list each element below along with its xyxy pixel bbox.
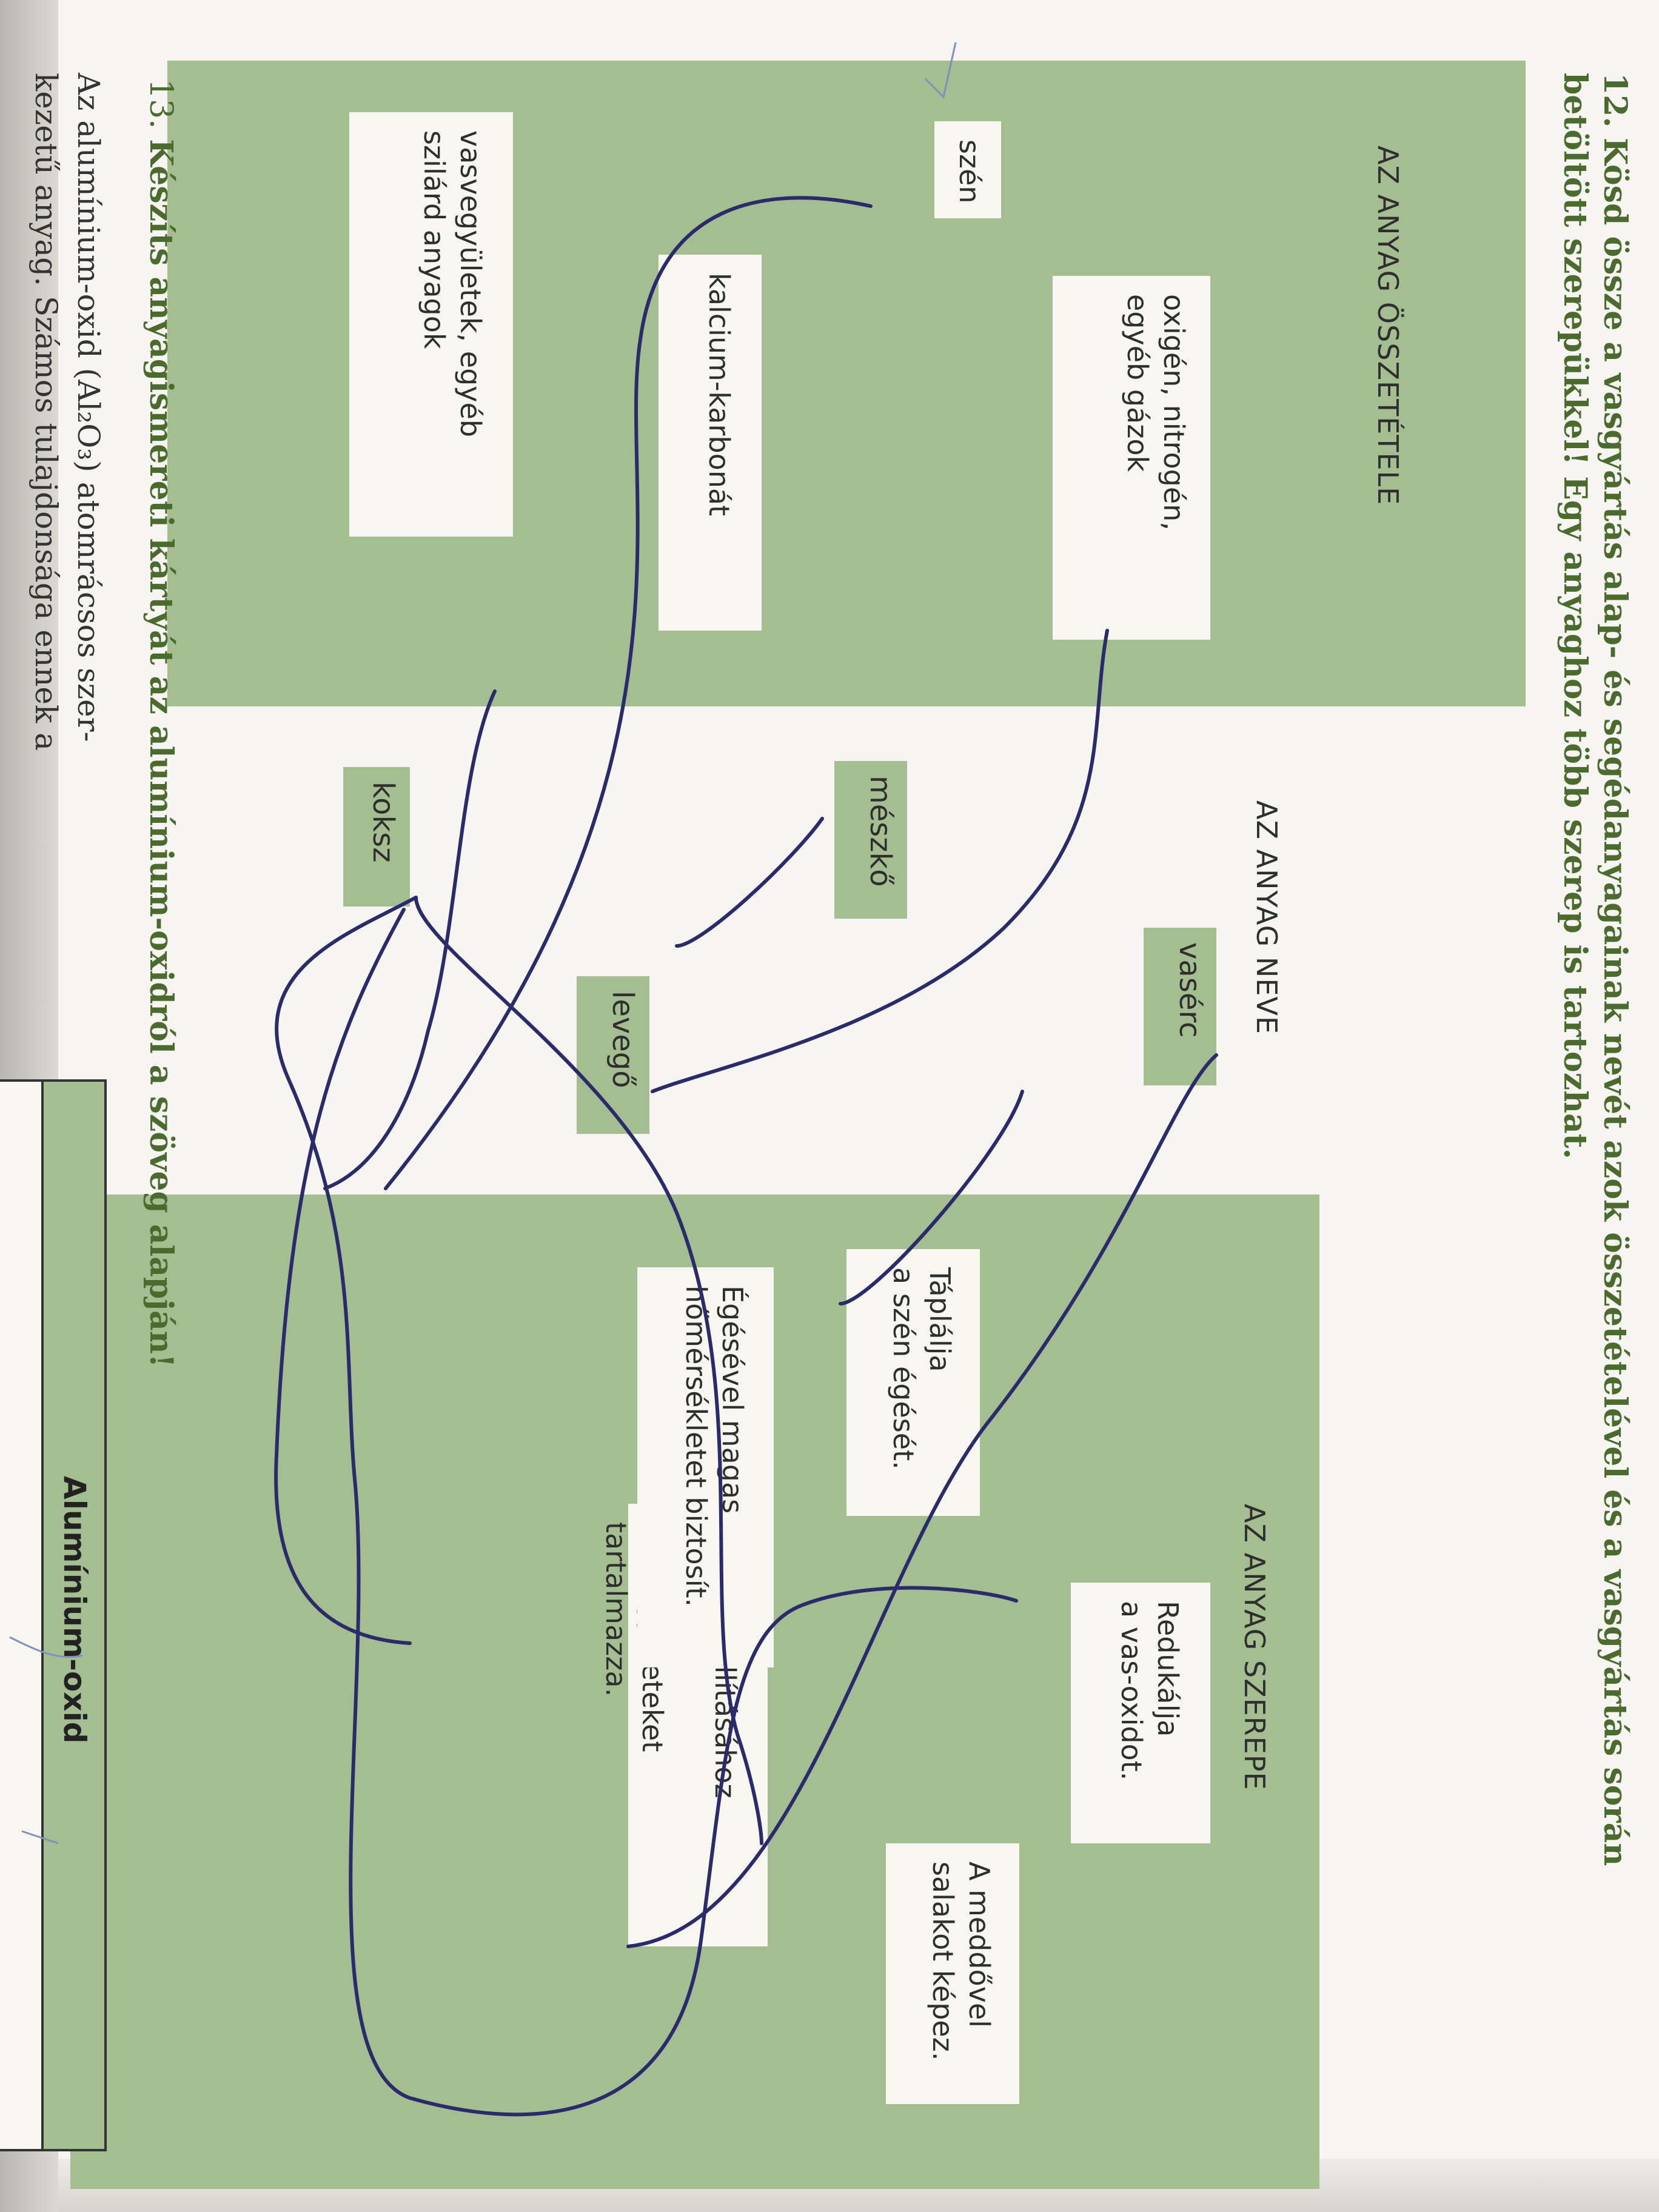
ink-line-koksz-role-temperature <box>274 908 412 1645</box>
ink-line-calcium-meszko <box>675 817 824 948</box>
ink-line-iron-vaserc <box>323 689 497 1190</box>
ink-line-koksz-role-slag <box>414 896 763 1845</box>
ink-line-levego-role-combustion <box>839 1090 1024 1305</box>
ink-line-szen-koksz <box>384 196 873 1190</box>
ink-line-vaserc-role-iron <box>626 1053 1218 1948</box>
ink-line-gases-levego <box>651 629 1109 1093</box>
ink-marks <box>9 42 957 1845</box>
ink-line-koksz-role-reduces <box>275 896 1018 2117</box>
